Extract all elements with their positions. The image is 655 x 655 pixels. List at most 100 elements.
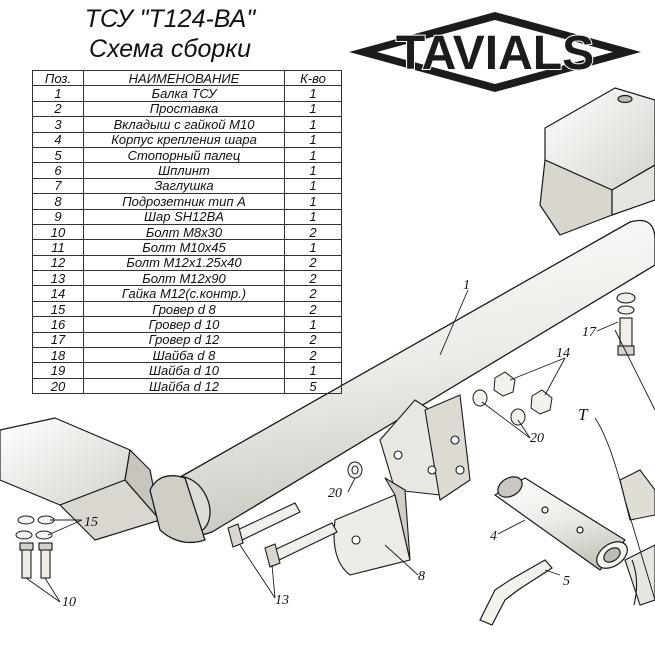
- cell-quantity: 2: [284, 223, 342, 241]
- cell-quantity: 1: [284, 146, 342, 164]
- cell-position: 2: [32, 100, 84, 118]
- cell-quantity: 5: [284, 377, 342, 395]
- cell-name: Вкладыш с гайкой М10: [83, 116, 285, 133]
- callout-T: T: [578, 405, 589, 424]
- cell-position: 6: [32, 162, 84, 179]
- cell-position: 7: [32, 177, 84, 195]
- cell-quantity: 1: [284, 131, 342, 148]
- callout-10: 10: [62, 595, 76, 610]
- cell-quantity: 1: [284, 100, 342, 118]
- cell-position: 16: [32, 316, 84, 333]
- right-mount-bracket: [539, 87, 655, 236]
- cell-name: Заглушка: [83, 177, 285, 195]
- cell-position: 9: [32, 208, 84, 225]
- callout-13: 13: [275, 593, 289, 608]
- cell-position: 14: [32, 285, 84, 302]
- tavials-logo: TAVIALS: [349, 12, 641, 92]
- cell-quantity: 2: [284, 347, 342, 364]
- cell-quantity: 1: [284, 239, 342, 256]
- cell-position: 11: [32, 239, 84, 256]
- callout-labels: 1 17 14 20 T 4 5 8 20 13 15 10: [62, 278, 597, 610]
- cell-name: Шплинт: [83, 162, 285, 179]
- header-quantity: К-во: [284, 69, 342, 87]
- cell-name: Балка ТСУ: [83, 85, 285, 102]
- cell-name: Проставка: [83, 100, 285, 118]
- cell-quantity: 1: [284, 316, 342, 333]
- cell-position: 1: [32, 85, 84, 102]
- cell-quantity: 1: [284, 85, 342, 102]
- cell-name: Болт М12х90: [83, 270, 285, 287]
- cell-quantity: 2: [284, 331, 342, 349]
- cell-quantity: 2: [284, 270, 342, 287]
- cell-name: Шар SH12BA: [83, 208, 285, 225]
- callout-8: 8: [418, 569, 425, 584]
- cell-position: 10: [32, 223, 84, 241]
- callout-15: 15: [84, 515, 98, 530]
- cell-position: 5: [32, 146, 84, 164]
- logo-wordmark: TAVIALS: [396, 27, 594, 80]
- callout-17: 17: [582, 325, 597, 340]
- callout-20-right: 20: [530, 431, 544, 446]
- callout-14: 14: [556, 346, 570, 361]
- bolt-m12x90-pair: [227, 502, 338, 568]
- callout-4: 4: [490, 529, 497, 544]
- cell-position: 3: [32, 116, 84, 133]
- cell-quantity: 1: [284, 162, 342, 179]
- cell-name: Шайба d 8: [83, 347, 285, 364]
- header-position: Поз.: [32, 69, 84, 87]
- cell-quantity: 1: [284, 208, 342, 225]
- leader-lines: [25, 289, 655, 603]
- cell-name: Шайба d 10: [83, 362, 285, 379]
- cell-quantity: 2: [284, 254, 342, 272]
- table-header-row: Поз. НАИМЕНОВАНИЕ К-во: [32, 69, 342, 87]
- cell-name: Корпус крепления шара: [83, 131, 285, 148]
- callout-5: 5: [563, 574, 570, 589]
- header-name: НАИМЕНОВАНИЕ: [83, 69, 285, 87]
- callout-20-left: 20: [328, 486, 342, 501]
- cell-position: 12: [32, 254, 84, 272]
- cell-name: Гровер d 10: [83, 316, 285, 333]
- cell-position: 19: [32, 362, 84, 379]
- cell-name: Гайка М12(с.контр.): [83, 285, 285, 302]
- cell-quantity: 2: [284, 300, 342, 318]
- diagram-subtitle: Схема сборки: [89, 35, 251, 63]
- cell-quantity: 2: [284, 285, 342, 302]
- lock-pin: [479, 559, 553, 626]
- cell-position: 17: [32, 331, 84, 349]
- cell-position: 13: [32, 270, 84, 287]
- socket-bracket: [333, 477, 411, 576]
- cell-name: Болт М12х1.25х40: [83, 254, 285, 272]
- diagram-title: ТСУ "Т124-ВА": [84, 5, 256, 33]
- cell-name: Подрозетник тип А: [83, 193, 285, 210]
- callout-1: 1: [463, 278, 470, 293]
- bolt-m8x30-pair: [19, 542, 53, 579]
- ball-mount-plates: [379, 394, 471, 501]
- cell-position: 20: [32, 377, 84, 395]
- cell-position: 15: [32, 300, 84, 318]
- nuts-and-washers: [347, 371, 553, 479]
- cell-name: Болт М8х30: [83, 223, 285, 241]
- cell-name: Шайба d 12: [83, 377, 285, 395]
- tow-bar-beam: [149, 219, 655, 544]
- bolt-m12-right: [616, 292, 636, 356]
